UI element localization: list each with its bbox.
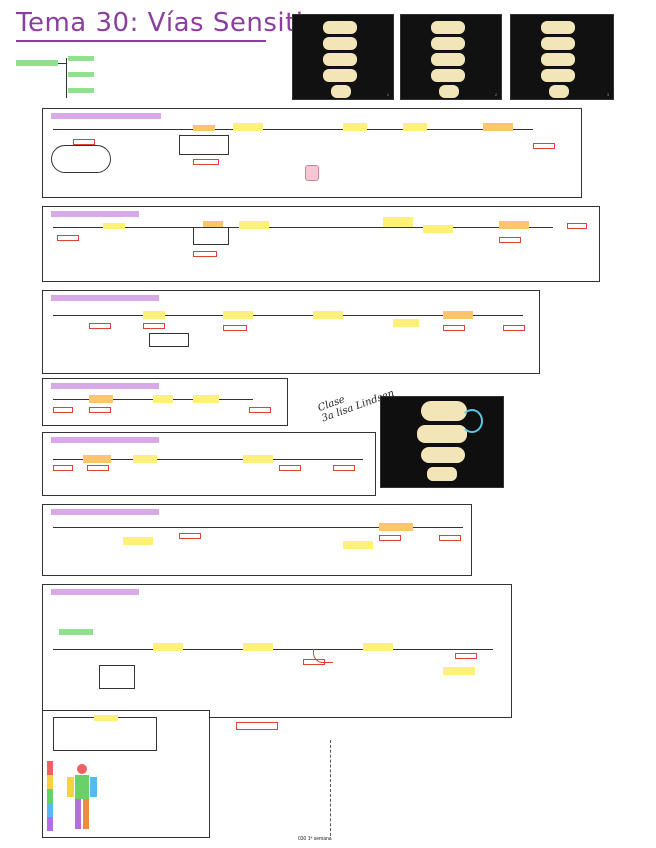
clinical-section [214,720,344,840]
step-highlight [123,537,153,545]
step-red-box [333,465,355,471]
tree-root-highlight [16,60,58,66]
table-heading-highlight [94,715,118,721]
step-red-box [57,235,79,241]
section-6-heading [51,509,159,515]
step-highlight [243,643,273,651]
step-highlight [133,455,157,463]
step-red-box [279,465,301,471]
thumb-badge: 3 [607,93,609,97]
pathway-section-4 [42,378,288,426]
step-highlight [243,455,273,463]
spinal-cord-thumbnail-2: 2 [400,14,502,100]
step-red-box [249,407,271,413]
step-red-box [567,223,587,229]
step-red-box [89,323,111,329]
pathway-section-7 [42,584,512,718]
tree-branch-1 [68,56,94,61]
detail-box [179,135,229,155]
step-highlight [143,311,165,319]
step-highlight [153,395,173,403]
step-red-box [379,535,401,541]
step-highlight [363,643,393,651]
step-highlight [403,123,427,131]
step-red-box [87,465,109,471]
step-red-box [439,535,461,541]
pathway-section-1 [42,108,582,198]
section-1-heading [51,113,161,119]
dermatome-body-map [67,764,97,829]
step-red-box [73,139,95,145]
brainstem-thumbnail [380,396,504,488]
tree-branch-2 [68,72,94,77]
step-highlight [343,123,367,131]
step-highlight [153,643,183,651]
step-red-box [533,143,555,149]
thumb-badge: 1 [387,93,389,97]
section-2-heading [51,211,139,217]
spinal-cord-thumbnail-1: 1 [292,14,394,100]
pathway-section-5 [42,432,376,496]
step-red-box [143,323,165,329]
step-highlight [443,667,475,675]
step-red-box [53,465,73,471]
step-red-box [503,325,525,331]
thumb-badge: 2 [495,93,497,97]
clinical-heading-box [236,722,278,730]
step-highlight [103,223,125,229]
step-red-box [179,533,201,539]
pathway-section-2 [42,206,600,282]
step-highlight [443,311,473,319]
step-highlight [223,311,253,319]
step-highlight [379,523,413,531]
step-highlight [239,221,269,229]
step-highlight [343,541,373,549]
step-red-box [193,251,217,257]
step-highlight [393,319,419,327]
step-red-box [53,407,73,413]
step-highlight [313,311,343,319]
step-red-box [223,325,247,331]
step-red-box [193,159,219,165]
detail-box [149,333,189,347]
summary-table [53,715,157,751]
detail-box [99,665,135,689]
step-highlight [89,395,113,403]
dermatome-scale-bar [47,761,53,831]
spinal-cord-thumbnail-3: 3 [510,14,614,100]
tree-branch-3 [68,88,94,93]
step-highlight [83,455,111,463]
step-red-box [455,653,477,659]
dermatome-section [42,710,210,838]
section-7-heading [51,589,139,595]
section-3-heading [51,295,159,301]
detail-box [193,227,229,245]
step-highlight [383,217,413,227]
step-highlight [193,125,215,131]
step-highlight [203,221,223,229]
step-highlight [423,225,453,233]
note-bubble [51,145,111,173]
step-red-box [499,237,521,243]
page-number: 030 1ª semana [298,836,332,842]
pathway-section-3 [42,290,540,374]
section-4-heading [51,383,159,389]
step-highlight [59,629,93,635]
title-underline [16,40,266,42]
step-red-box [443,325,465,331]
step-highlight [483,123,513,131]
section-5-heading [51,437,159,443]
step-highlight [193,395,219,403]
dashed-divider [330,740,331,836]
red-curved-arrow [313,649,333,663]
pathway-section-6 [42,504,472,576]
sticky-note-icon [305,165,319,181]
step-red-box [89,407,111,413]
step-highlight [499,221,529,229]
step-highlight [233,123,263,131]
